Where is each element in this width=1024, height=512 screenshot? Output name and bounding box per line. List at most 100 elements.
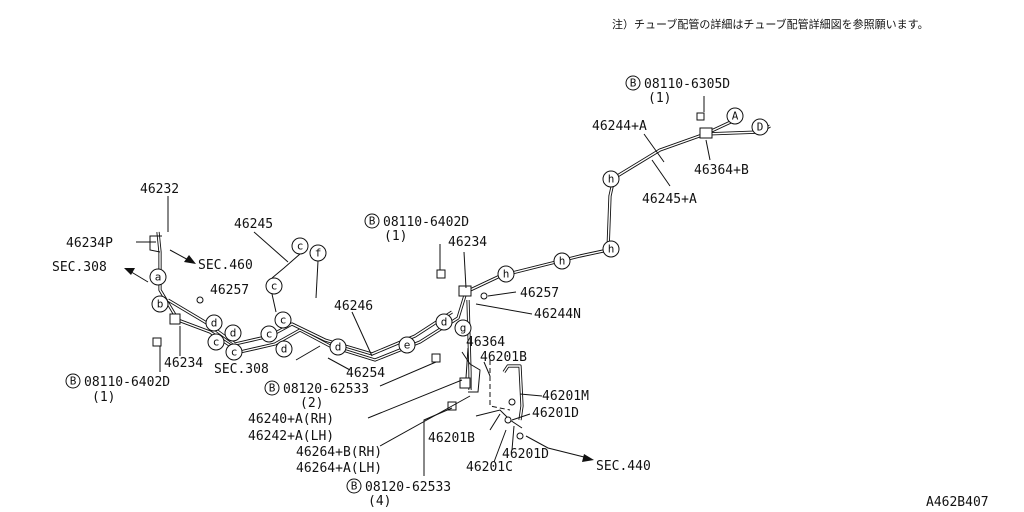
bolt-marker-2: B [264, 380, 280, 396]
svg-text:d: d [335, 341, 342, 354]
leader-46244a [643, 133, 665, 163]
svg-text:d: d [230, 327, 237, 340]
label-46257-center: 46257 [520, 286, 559, 301]
clip-g: g [454, 319, 472, 337]
label-bolt-qty-left: (1) [92, 390, 115, 405]
leader-46364 [465, 347, 469, 379]
arrow-sec460-head [184, 255, 196, 264]
label-sec308-left: SEC.308 [52, 260, 107, 275]
nut-46257-center [480, 292, 488, 300]
svg-text:h: h [608, 173, 615, 186]
diagram-id: A462B407 [926, 495, 989, 510]
label-46240: 46240+A(RH) [248, 412, 334, 427]
label-46244n: 46244N [534, 307, 581, 322]
label-46234-center: 46234 [448, 235, 487, 250]
leader-08120-4 [423, 407, 453, 476]
label-46257-left: 46257 [210, 283, 249, 298]
label-46201d-right: 46201D [532, 406, 579, 421]
clip-c-4: c [265, 277, 283, 295]
label-sec308-center: SEC.308 [214, 362, 269, 377]
clip-d-4: d [329, 338, 347, 356]
label-46245a: 46245+A [642, 192, 697, 207]
label-46201c: 46201C [466, 460, 513, 475]
label-46201b-bottom: 46201B [428, 431, 475, 446]
fitting-46234-left [169, 313, 181, 325]
svg-text:A: A [732, 110, 739, 123]
label-bolt-08110-6402d-center: 08110-6402D [383, 215, 469, 230]
svg-text:D: D [757, 121, 764, 134]
bolt-head-center [436, 269, 446, 279]
svg-text:c: c [213, 336, 220, 349]
label-46234p: 46234P [66, 236, 113, 251]
svg-text:h: h [608, 243, 615, 256]
svg-text:f: f [315, 247, 322, 260]
fitting-46364b [699, 127, 713, 139]
label-46245: 46245 [234, 217, 273, 232]
label-46246: 46246 [334, 299, 373, 314]
svg-text:e: e [404, 339, 411, 352]
clip-a: a [149, 268, 167, 286]
bracket-46234p [149, 235, 162, 253]
clip-b: b [151, 295, 169, 313]
connector-a: A [726, 107, 744, 125]
connector-d: D [751, 118, 769, 136]
bolt-marker-3: B [346, 478, 362, 494]
leader-46254 [327, 357, 351, 371]
leader-46245 [253, 231, 289, 263]
dashed-tube-46201 [489, 360, 511, 411]
leader-sec308b [295, 345, 321, 361]
clip-c-6: c [274, 311, 292, 329]
clip-h-4: h [602, 170, 620, 188]
leader-f [315, 260, 319, 299]
label-bolt-qty-2: (2) [300, 396, 323, 411]
clip-c-3: c [260, 325, 278, 343]
clip-d-1: d [205, 314, 223, 332]
bolt-marker-1: B [65, 373, 81, 389]
svg-text:c: c [266, 328, 273, 341]
leader-46234-center [463, 251, 467, 289]
leader-46240 [367, 379, 463, 419]
leader-c-lower [271, 293, 277, 313]
label-46244a: 46244+A [592, 119, 647, 134]
svg-text:d: d [281, 343, 288, 356]
label-bolt-qty-center: (1) [384, 229, 407, 244]
leader-c-chain [271, 253, 301, 279]
clip-c-1: c [207, 333, 225, 351]
clip-d-5: d [435, 313, 453, 331]
arrow-sec440-line [525, 435, 589, 459]
bolt-marker-5: B [625, 75, 641, 91]
fitting-46234-center [458, 285, 472, 297]
label-46201d-bottom: 46201D [502, 447, 549, 462]
label-46234-left: 46234 [164, 356, 203, 371]
bolt-marker-4: B [364, 213, 380, 229]
clip-c-5: c [291, 237, 309, 255]
label-sec460: SEC.460 [198, 258, 253, 273]
svg-text:B: B [630, 77, 637, 90]
leader-46257-center [487, 291, 517, 297]
leader-46264 [379, 395, 471, 447]
tube-46201b [475, 409, 523, 429]
label-bolt-08120-62533-4: 08120-62533 [365, 480, 451, 495]
clip-h-2: h [553, 252, 571, 270]
label-bolt-08120-62533-2: 08120-62533 [283, 382, 369, 397]
bolt-head-rear [696, 112, 705, 121]
leader-46201b-top [483, 361, 491, 377]
svg-text:B: B [369, 215, 376, 228]
svg-text:b: b [157, 298, 164, 311]
clip-46201c [516, 432, 524, 440]
bolt-head-left [152, 337, 162, 347]
label-bolt-08110-6402d-left: 08110-6402D [84, 375, 170, 390]
nut-46257-left [196, 296, 204, 304]
svg-text:c: c [271, 280, 278, 293]
fitting-46364 [459, 377, 471, 389]
clip-h-3: h [602, 240, 620, 258]
leader-46201m [519, 393, 543, 397]
label-bolt-qty-rear: (1) [648, 91, 671, 106]
leader-46246 [351, 311, 373, 357]
svg-text:B: B [269, 382, 276, 395]
label-bolt-qty-4: (4) [368, 494, 391, 509]
clip-f: f [309, 244, 327, 262]
leader-46364b [705, 139, 711, 161]
svg-text:h: h [559, 255, 566, 268]
